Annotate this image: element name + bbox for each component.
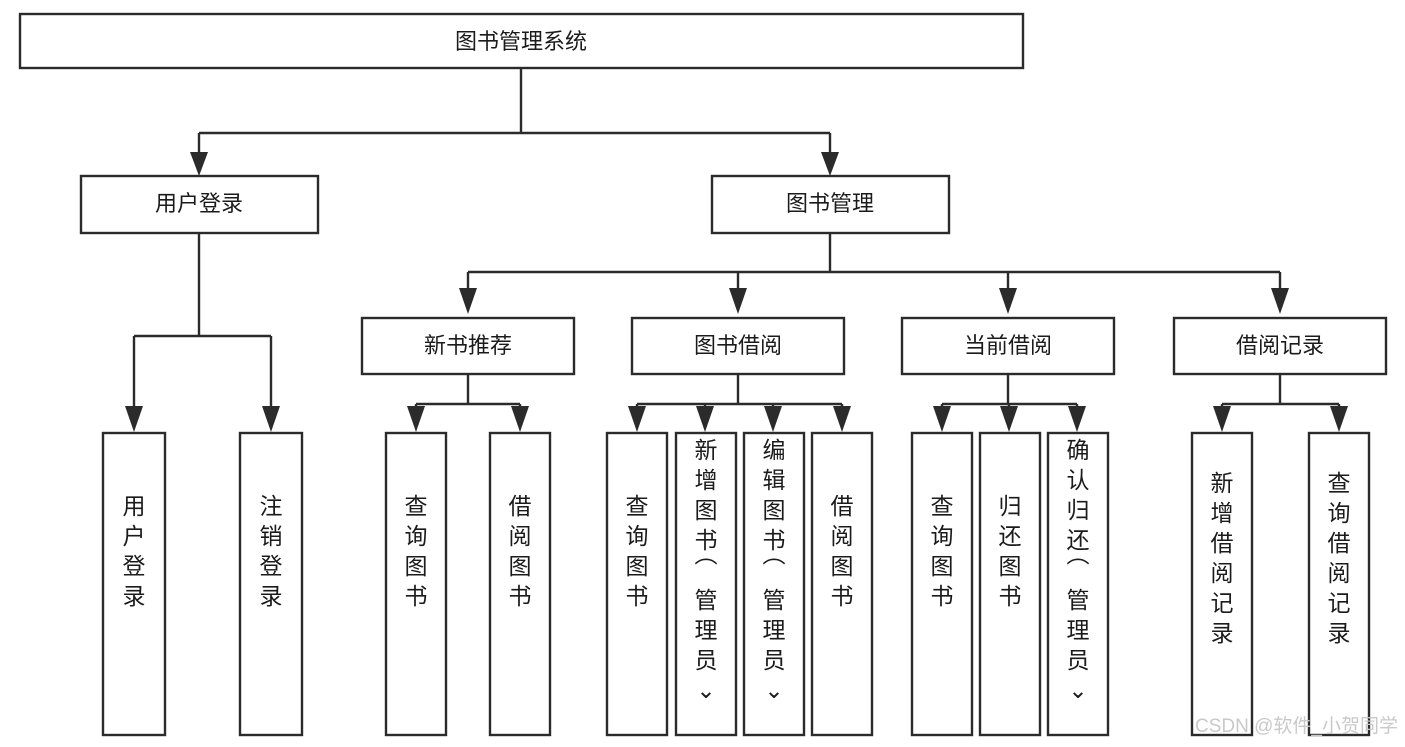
node-leaf-logout-label: 注销登录 (260, 493, 283, 609)
arrow-borrow-to-add (696, 406, 714, 432)
node-login-label: 用户登录 (155, 191, 243, 216)
node-new-book-rec-label: 新书推荐 (424, 333, 512, 358)
arrow-record-to-add (1213, 406, 1231, 432)
node-book-borrow-label: 图书借阅 (694, 333, 782, 358)
node-leaf-query-book-2-box[interactable] (605, 431, 669, 737)
node-book-borrow[interactable]: 图书借阅 (630, 316, 846, 376)
node-leaf-add-record-box[interactable] (1190, 431, 1254, 737)
node-leaf-query-record-label: 查询借阅记录 (1328, 470, 1351, 646)
node-login[interactable]: 用户登录 (79, 174, 320, 235)
node-leaf-confirm-return-label: 确认归还⌒管理员⌄ (1067, 437, 1090, 703)
arrow-current-to-query (933, 406, 951, 432)
node-book-mgmt[interactable]: 图书管理 (710, 174, 951, 235)
node-book-mgmt-label: 图书管理 (786, 191, 874, 216)
node-borrow-record-label: 借阅记录 (1236, 333, 1324, 358)
arrow-current-to-confirm (1068, 406, 1086, 432)
node-leaf-logout-box[interactable] (238, 431, 304, 737)
arrow-root-to-login (190, 152, 208, 176)
node-leaf-confirm-return-box[interactable] (1046, 431, 1110, 737)
node-root-label: 图书管理系统 (455, 29, 587, 54)
node-leaf-query-record[interactable]: 查询借阅记录 (1307, 431, 1371, 737)
node-leaf-return-book-box[interactable] (978, 431, 1042, 737)
node-leaf-add-book-box[interactable] (674, 431, 738, 737)
node-leaf-user-login-label: 用户登录 (123, 493, 146, 609)
node-leaf-borrow-book-1-label: 借阅图书 (509, 493, 532, 609)
arrow-bookmgmt-to-current (999, 288, 1017, 314)
node-leaf-query-book-1-label: 查询图书 (405, 493, 428, 609)
arrow-current-to-return (1000, 406, 1018, 432)
arrow-bookmgmt-to-newbook (459, 288, 477, 314)
arrow-root-to-bookmgmt (821, 152, 839, 176)
node-current-borrow[interactable]: 当前借阅 (900, 316, 1116, 376)
arrow-bookmgmt-to-record (1271, 288, 1289, 314)
node-book-mgmt-box[interactable] (710, 174, 951, 235)
arrow-bookmgmt-to-borrow (729, 288, 747, 314)
node-leaf-edit-book-label: 编辑图书⌒管理员⌄ (763, 437, 786, 703)
node-leaf-query-book-2[interactable]: 查询图书 (605, 431, 669, 737)
node-leaf-return-book[interactable]: 归还图书 (978, 431, 1042, 737)
node-leaf-query-book-2-label: 查询图书 (626, 493, 649, 609)
node-leaf-borrow-book-2-box[interactable] (810, 431, 874, 737)
node-leaf-return-book-label: 归还图书 (999, 493, 1022, 609)
arrow-newbook-to-query (407, 406, 425, 432)
node-leaf-query-record-box[interactable] (1307, 431, 1371, 737)
node-leaf-edit-book[interactable]: 编辑图书⌒管理员⌄ (742, 431, 806, 737)
node-login-box[interactable] (79, 174, 320, 235)
csdn-watermark: CSDN @软件_小贺同学 (1195, 715, 1398, 737)
node-leaf-borrow-book-1[interactable]: 借阅图书 (488, 431, 552, 737)
arrow-borrow-to-borrowbook (833, 406, 851, 432)
arrow-login-to-logout (262, 406, 280, 432)
node-borrow-record[interactable]: 借阅记录 (1172, 316, 1388, 376)
node-current-borrow-label: 当前借阅 (964, 333, 1052, 358)
arrow-borrow-to-query (628, 406, 646, 432)
connectors-layer (125, 68, 1348, 432)
node-root[interactable]: 图书管理系统 (18, 12, 1025, 70)
node-leaf-add-book[interactable]: 新增图书⌒管理员⌄ (674, 431, 738, 737)
node-new-book-rec-box[interactable] (360, 316, 576, 376)
node-leaf-add-record-label: 新增借阅记录 (1211, 470, 1234, 646)
node-leaf-query-book-1[interactable]: 查询图书 (384, 431, 448, 737)
node-root-box[interactable] (18, 12, 1025, 70)
node-leaf-borrow-book-2-label: 借阅图书 (831, 493, 854, 609)
node-leaf-add-record[interactable]: 新增借阅记录 (1190, 431, 1254, 737)
node-leaf-confirm-return[interactable]: 确认归还⌒管理员⌄ (1046, 431, 1110, 737)
arrow-borrow-to-edit (764, 406, 782, 432)
node-leaf-borrow-book-2[interactable]: 借阅图书 (810, 431, 874, 737)
arrow-login-to-userlogin (125, 406, 143, 432)
node-leaf-query-book-1-box[interactable] (384, 431, 448, 737)
node-leaf-user-login[interactable]: 用户登录 (101, 431, 167, 737)
node-leaf-add-book-label: 新增图书⌒管理员⌄ (695, 437, 718, 703)
node-leaf-logout[interactable]: 注销登录 (238, 431, 304, 737)
node-borrow-record-box[interactable] (1172, 316, 1388, 376)
arrow-record-to-query (1330, 406, 1348, 432)
arrow-newbook-to-borrow (511, 406, 529, 432)
node-leaf-edit-book-box[interactable] (742, 431, 806, 737)
node-current-borrow-box[interactable] (900, 316, 1116, 376)
node-leaf-query-book-3-label: 查询图书 (931, 493, 954, 609)
node-leaf-query-book-3[interactable]: 查询图书 (910, 431, 974, 737)
node-leaf-user-login-box[interactable] (101, 431, 167, 737)
node-new-book-rec[interactable]: 新书推荐 (360, 316, 576, 376)
node-leaf-borrow-book-1-box[interactable] (488, 431, 552, 737)
node-leaf-query-book-3-box[interactable] (910, 431, 974, 737)
node-book-borrow-box[interactable] (630, 316, 846, 376)
